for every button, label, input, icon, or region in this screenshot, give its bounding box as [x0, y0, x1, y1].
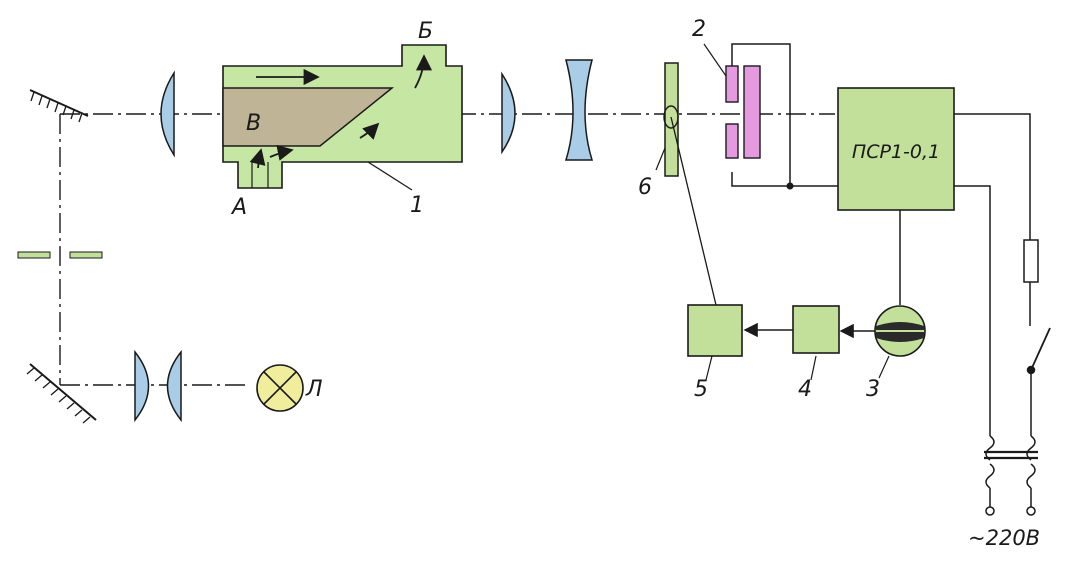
condenser-lens-pair	[134, 349, 182, 423]
mirror-top	[29, 89, 89, 123]
label-supply: ~220В	[968, 526, 1040, 550]
optical-axis-lines	[59, 113, 835, 386]
slit	[17, 251, 103, 259]
power-unit-label: ПСР1-0,1	[852, 141, 940, 163]
photomultiplier	[874, 305, 926, 357]
block-5	[687, 304, 743, 357]
cell-leader	[367, 161, 413, 191]
signal-arrows	[743, 322, 875, 339]
label-cell: 1	[410, 193, 424, 218]
label-chamber: В	[246, 111, 261, 136]
lens-2	[501, 71, 516, 155]
modulator	[655, 62, 717, 306]
label-plates: 2	[692, 17, 706, 42]
cell	[222, 44, 463, 189]
lamp	[256, 364, 304, 412]
power-unit: ПСР1-0,1	[837, 87, 955, 211]
label-modulator: 6	[638, 175, 652, 200]
supply-circuit	[954, 113, 1051, 516]
label-lamp: Л	[305, 377, 323, 402]
label-outlet: Б	[418, 19, 433, 44]
label-inlet: А	[230, 195, 247, 220]
deflection-plates	[703, 43, 838, 190]
callout-leaders	[705, 355, 890, 381]
chamber-insert	[222, 87, 395, 147]
diverging-lens	[564, 59, 594, 161]
mirror-bottom	[26, 363, 97, 424]
block-4	[792, 305, 840, 354]
lens-1	[160, 70, 175, 158]
label-block-5: 5	[694, 377, 708, 402]
label-block-4: 4	[798, 377, 812, 402]
label-photomultiplier: 3	[866, 377, 880, 402]
